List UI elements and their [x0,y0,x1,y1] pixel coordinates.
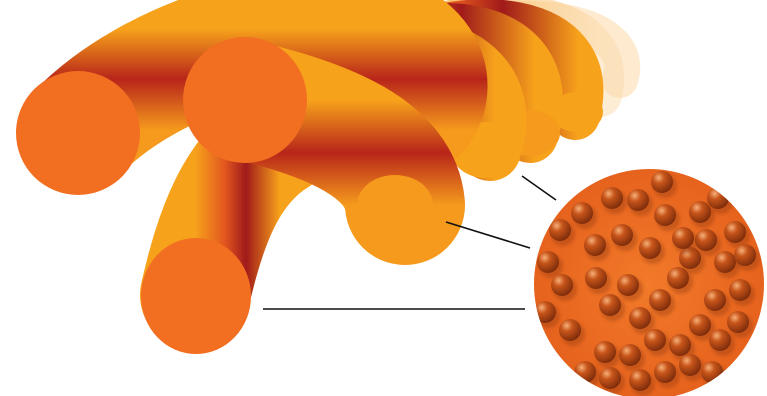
particle [627,189,649,211]
particle [629,369,651,391]
particle [537,251,559,273]
particle [617,274,639,296]
particle [672,227,694,249]
particle [644,329,666,351]
particle [704,289,726,311]
particle [601,187,623,209]
particle [714,251,736,273]
fiber-cross-section [16,71,140,195]
particle [534,301,556,323]
particle [729,279,751,301]
particle [571,202,593,224]
leader-line [522,176,556,200]
particle [629,307,651,329]
particle [734,244,756,266]
lower-fiber [141,140,280,354]
particle [689,201,711,223]
particle [551,274,573,296]
particle [584,234,606,256]
particle [695,229,717,251]
particle [669,334,691,356]
fiber-cross-section [183,37,307,163]
fiber-end-cap [357,175,433,235]
particle [654,361,676,383]
particle [559,319,581,341]
particle [585,267,607,289]
particle [724,221,746,243]
particle [701,361,723,383]
particle [651,171,673,193]
particle [654,204,676,226]
particle [619,344,641,366]
particle [594,341,616,363]
leader-line [446,222,530,248]
magnified-inset [534,169,764,396]
particle [727,311,749,333]
particle [574,361,596,383]
particle [611,224,633,246]
particle [599,294,621,316]
particle [639,237,661,259]
particle [709,329,731,351]
particle [549,219,571,241]
particle [679,354,701,376]
particle [707,187,729,209]
fiber-cross-section [141,238,251,354]
particle [649,289,671,311]
particle [599,367,621,389]
particle [689,314,711,336]
